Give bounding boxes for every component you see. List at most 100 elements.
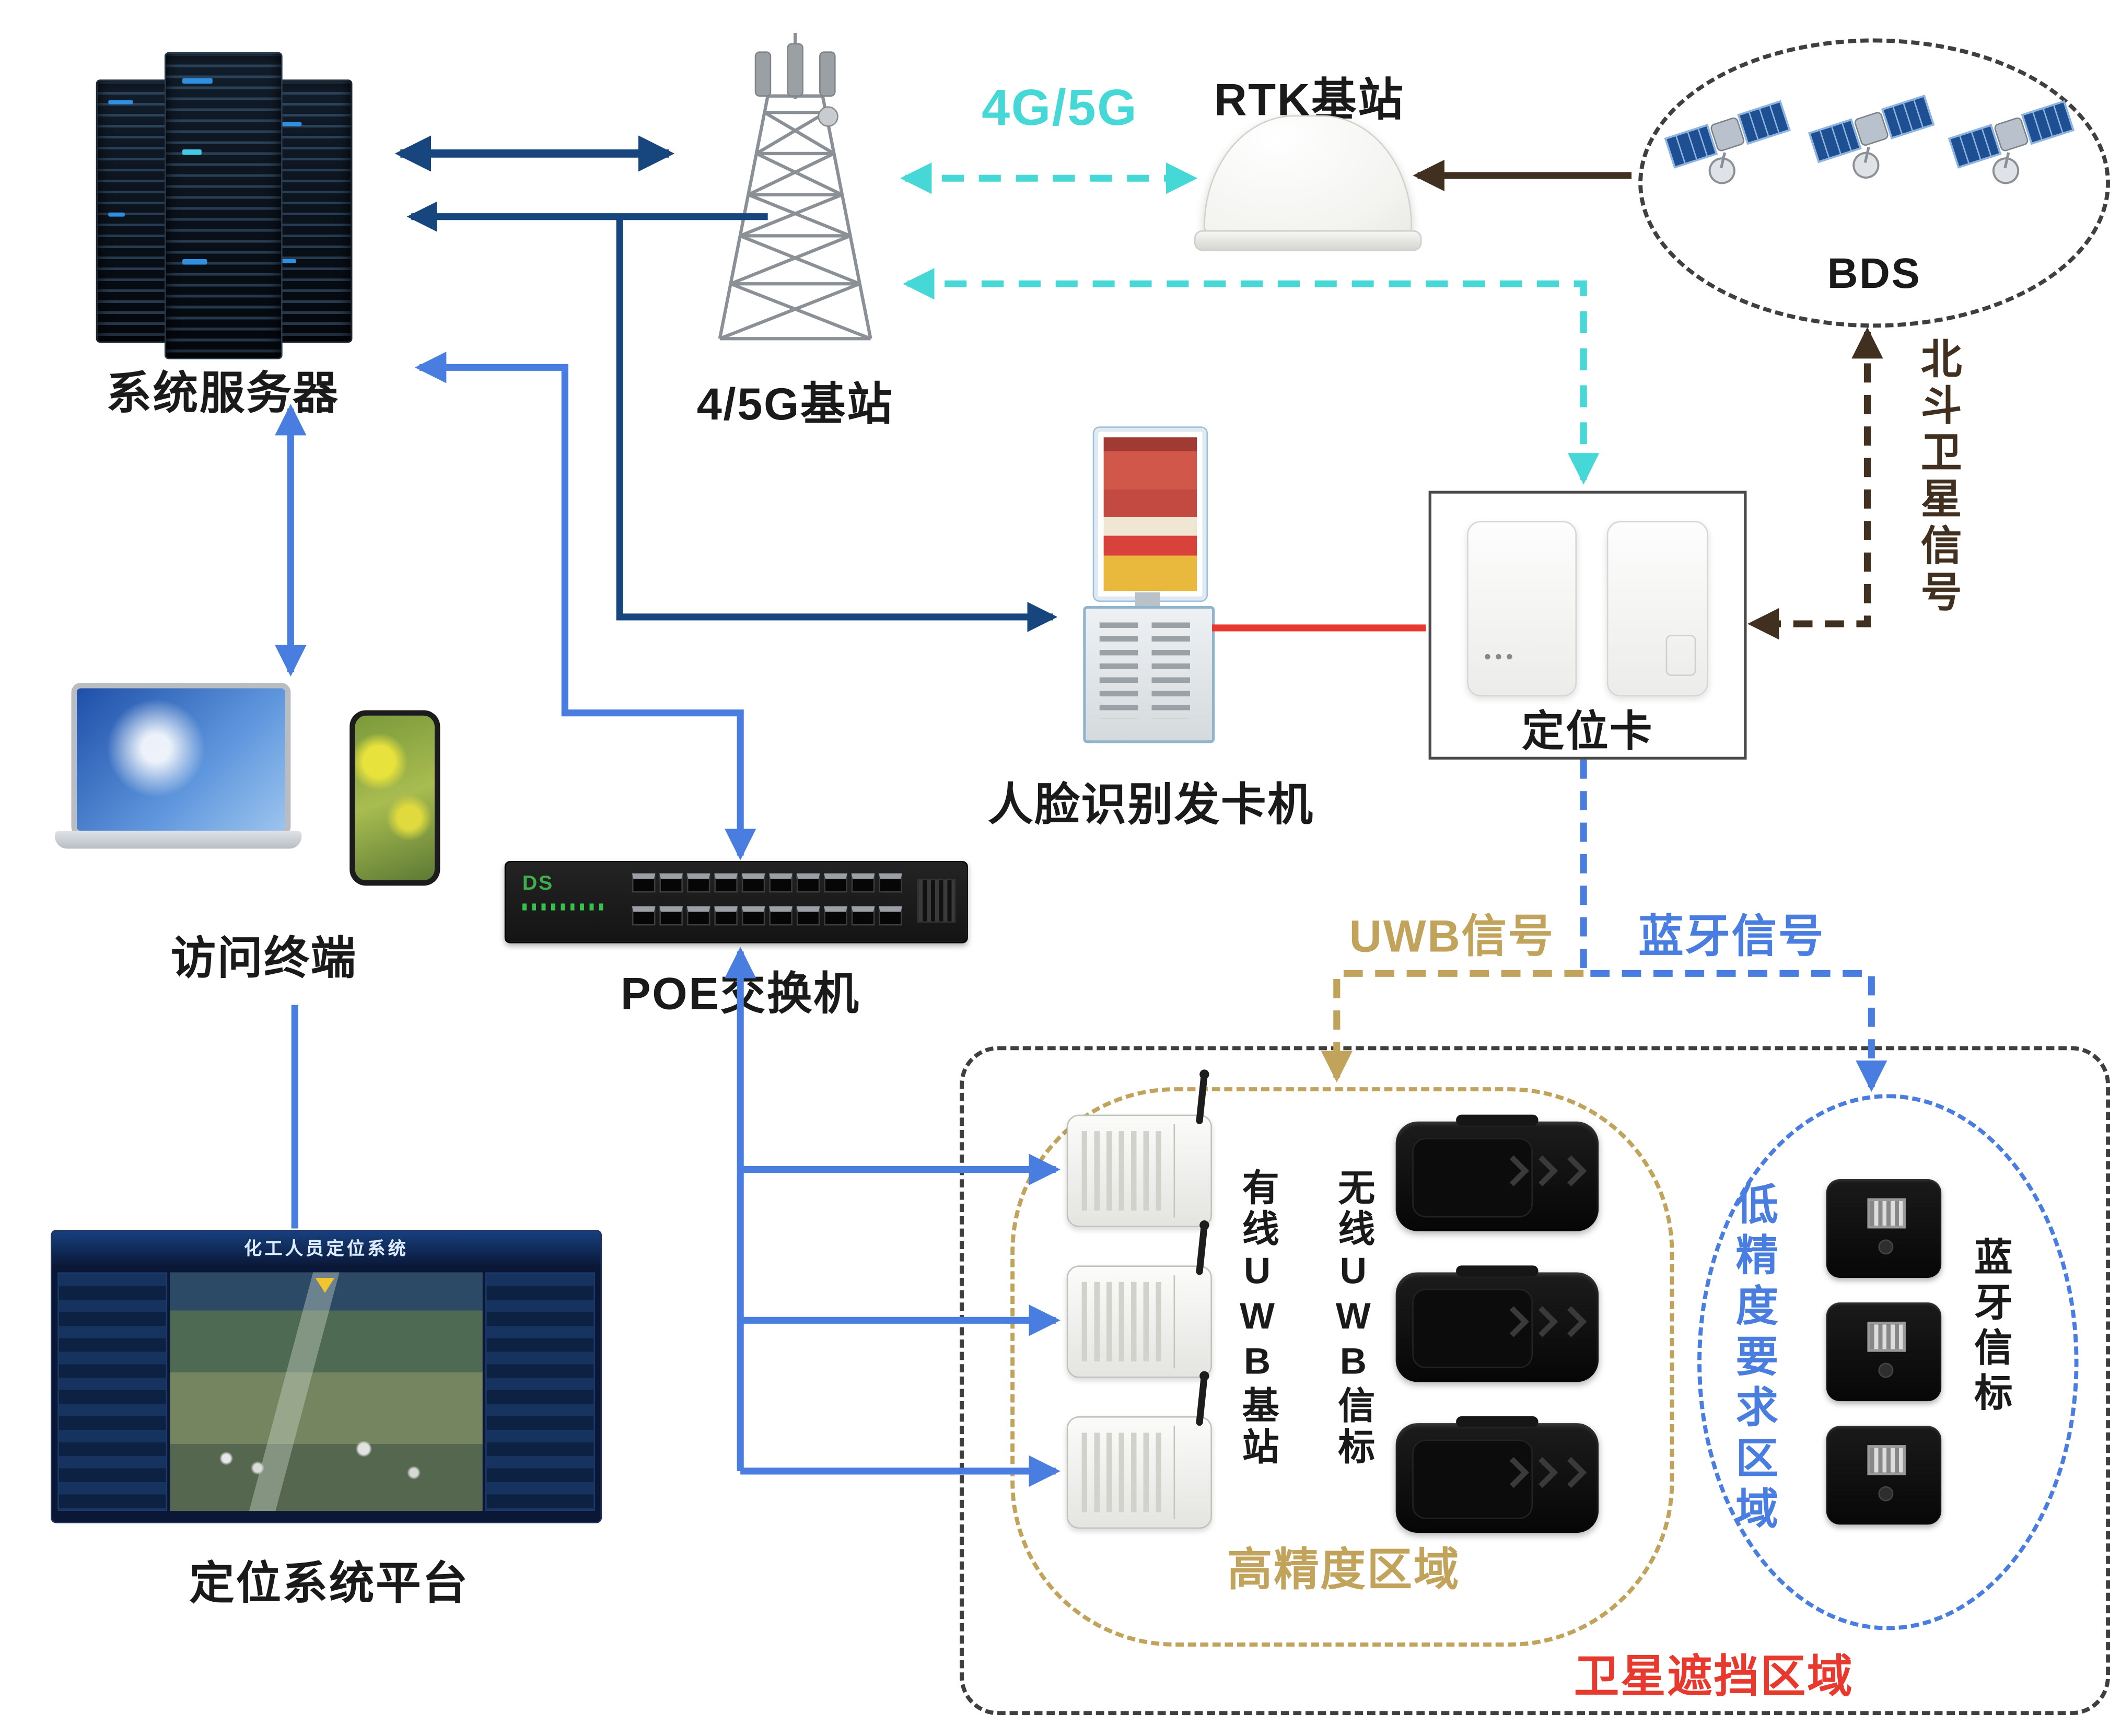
bt-beacon-device bbox=[1826, 1426, 1942, 1525]
platform-left-panel bbox=[57, 1272, 168, 1511]
chevron-right-icon bbox=[1498, 1306, 1587, 1337]
kiosk-screen bbox=[1094, 427, 1207, 601]
ethernet-port bbox=[769, 906, 793, 926]
wireless-uwb-label: 无线UWB信标 bbox=[1332, 1168, 1374, 1469]
uwb-signal-label: UWB信号 bbox=[1349, 910, 1555, 961]
beacon-button bbox=[1878, 1239, 1894, 1255]
platform-right-panel bbox=[485, 1272, 595, 1511]
kiosk-vents bbox=[1099, 622, 1138, 719]
ethernet-port bbox=[714, 906, 738, 926]
poe-port-row-top bbox=[632, 873, 902, 893]
satellite-icon bbox=[1949, 101, 2082, 196]
ethernet-port bbox=[714, 873, 738, 893]
ethernet-port bbox=[851, 906, 875, 926]
link-tower-locatorcard bbox=[903, 268, 1600, 485]
poe-switch-illustration: DS bbox=[504, 861, 968, 943]
rtk-dome-illustration bbox=[1204, 115, 1413, 239]
phone-illustration bbox=[349, 710, 440, 886]
server-label: 系统服务器 bbox=[106, 367, 340, 418]
wired-uwb-device bbox=[1066, 1225, 1212, 1378]
uwb-grill bbox=[1081, 1281, 1161, 1362]
ethernet-port bbox=[796, 873, 820, 893]
region-low-precision bbox=[1697, 1094, 2079, 1630]
beidou-signal-label: 北斗卫星信号 bbox=[1914, 337, 1960, 617]
kiosk-neck bbox=[1135, 592, 1160, 606]
uwb-separator bbox=[1173, 1275, 1175, 1369]
poe-label: POE交换机 bbox=[620, 968, 860, 1019]
bds-ellipse bbox=[1638, 38, 2110, 328]
rtk-dome-base bbox=[1194, 230, 1422, 251]
wired-uwb-device bbox=[1066, 1075, 1212, 1227]
beacon-button bbox=[1878, 1486, 1894, 1501]
uwb-separator bbox=[1173, 1124, 1175, 1218]
region-high-precision bbox=[1010, 1087, 1674, 1647]
poe-port-row-bottom bbox=[632, 906, 902, 926]
ethernet-port bbox=[741, 906, 765, 926]
tag-panel bbox=[1412, 1138, 1533, 1218]
kiosk-vents bbox=[1151, 622, 1190, 719]
satellite-icons bbox=[1652, 68, 2091, 240]
cell-tower-art bbox=[718, 32, 872, 341]
server-led bbox=[279, 259, 296, 263]
satellite-blocked-label: 卫星遮挡区域 bbox=[1574, 1650, 1854, 1702]
beacon-button bbox=[1878, 1362, 1894, 1378]
tag-clip bbox=[1456, 1114, 1538, 1126]
uwb-separator bbox=[1173, 1426, 1175, 1519]
chevron-right-icon bbox=[1498, 1155, 1587, 1186]
wired-uwb-label: 有线UWB基站 bbox=[1237, 1168, 1278, 1469]
server-led bbox=[108, 100, 133, 104]
server-led bbox=[182, 78, 213, 84]
platform-title: 化工人员定位系统 bbox=[52, 1231, 601, 1267]
base-station-label: 4/5G基站 bbox=[696, 378, 894, 429]
tag-panel bbox=[1412, 1439, 1533, 1519]
uwb-tag-device bbox=[1395, 1265, 1599, 1382]
locator-card-box: 定位卡 bbox=[1428, 491, 1747, 760]
ethernet-port bbox=[769, 873, 793, 893]
link-poe-server bbox=[415, 352, 756, 860]
bt-beacon-device bbox=[1826, 1179, 1942, 1278]
bluetooth-signal-label: 蓝牙信号 bbox=[1638, 910, 1825, 961]
card-button bbox=[1665, 635, 1696, 676]
kiosk-poster bbox=[1103, 437, 1197, 591]
bt-beacon-device bbox=[1826, 1302, 1942, 1402]
bds-satellites bbox=[1652, 68, 2091, 240]
tag-panel bbox=[1412, 1288, 1533, 1369]
bt-beacon-label: 蓝牙信标 bbox=[1970, 1237, 2013, 1418]
ethernet-port bbox=[851, 873, 875, 893]
platform-screenshot: 化工人员定位系统 bbox=[52, 1231, 601, 1522]
link-bds-locatorcard bbox=[1747, 327, 1883, 640]
kiosk-illustration bbox=[1083, 427, 1215, 743]
laptop-illustration bbox=[71, 682, 291, 836]
qr-label-icon bbox=[1867, 1445, 1906, 1475]
ethernet-port bbox=[686, 873, 710, 893]
terminal-illustration bbox=[54, 682, 440, 916]
uwb-grill bbox=[1081, 1131, 1161, 1211]
locator-card-device bbox=[1467, 521, 1577, 697]
high-precision-label: 高精度区域 bbox=[1227, 1544, 1460, 1595]
locator-card-label: 定位卡 bbox=[1522, 707, 1654, 756]
laptop-base bbox=[54, 831, 302, 849]
ethernet-port bbox=[659, 873, 683, 893]
platform-label: 定位系统平台 bbox=[189, 1557, 469, 1609]
low-precision-label: 低精度要求区域 bbox=[1729, 1182, 1777, 1537]
ethernet-port bbox=[879, 906, 902, 926]
tag-clip bbox=[1456, 1416, 1538, 1428]
ethernet-port bbox=[741, 873, 765, 893]
ethernet-port bbox=[632, 873, 656, 893]
qr-label-icon bbox=[1867, 1321, 1906, 1352]
wired-uwb-device bbox=[1066, 1376, 1212, 1529]
ethernet-port bbox=[824, 906, 847, 926]
server-illustration bbox=[96, 52, 353, 359]
server-led bbox=[182, 149, 202, 155]
ethernet-port bbox=[796, 906, 820, 926]
satellite-icon bbox=[1810, 96, 1943, 191]
ethernet-port bbox=[659, 906, 683, 926]
locator-card-device bbox=[1606, 521, 1709, 697]
cell-tower-illustration bbox=[692, 30, 898, 348]
platform-map-marker bbox=[315, 1277, 335, 1302]
chevron-right-icon bbox=[1498, 1457, 1587, 1488]
uwb-tag-device bbox=[1395, 1114, 1599, 1231]
server-led bbox=[108, 212, 125, 217]
qr-label-icon bbox=[1867, 1198, 1906, 1229]
